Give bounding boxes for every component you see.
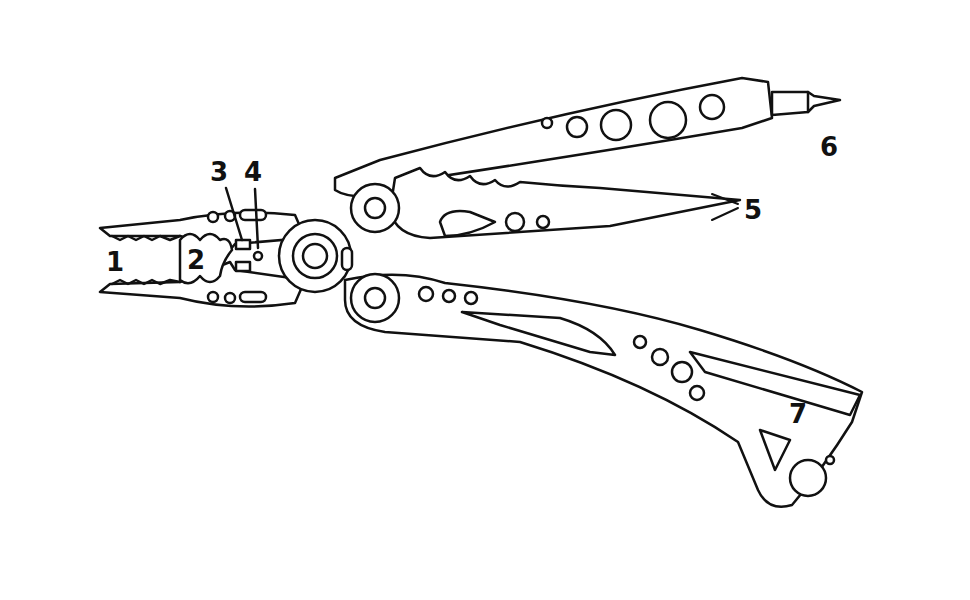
callout-number: 4 bbox=[244, 159, 262, 185]
callout-number: 3 bbox=[210, 159, 228, 185]
callout-number: 1 bbox=[106, 249, 124, 275]
callout-number: 2 bbox=[187, 247, 205, 273]
callout-number: 6 bbox=[820, 134, 838, 160]
callout-number: 7 bbox=[789, 401, 807, 427]
callout-number: 5 bbox=[744, 197, 762, 223]
